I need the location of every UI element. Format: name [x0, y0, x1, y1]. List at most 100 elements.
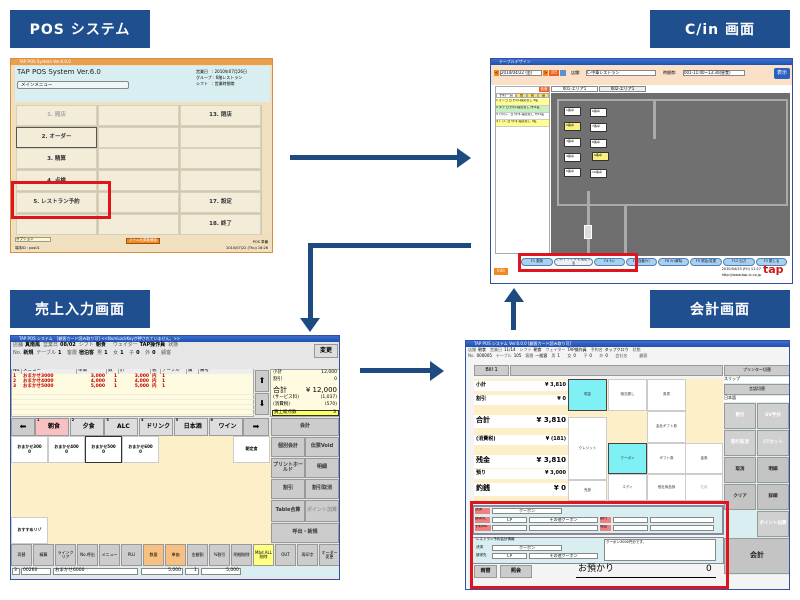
printer-switch-button[interactable]: プリンター切替 [724, 365, 789, 376]
reservation-item[interactable]: 1 ミンゴ 日 ｶｳﾝﾀｰ指定なし 3名 [496, 99, 549, 106]
resv-bill-to-code[interactable]: CP [492, 553, 527, 559]
fkey-8[interactable]: F3 閉じる [756, 258, 787, 266]
bottom-button[interactable]: 再印字 [297, 544, 318, 566]
column-header[interactable]: 属 [187, 369, 199, 374]
right-button[interactable]: 明細 [757, 457, 789, 483]
store-select[interactable]: C-中華レストラン [586, 70, 656, 76]
language-switch-button[interactable]: 言語切替 [724, 384, 789, 395]
tab-area-1[interactable]: 001-エリア1 [551, 86, 598, 92]
calendar-icon[interactable] [560, 70, 566, 76]
bottom-button[interactable]: 明細削除 [231, 544, 252, 566]
reservation-item[interactable]: 3 ｿﾌﾄｶｰﾄﾞ 日 ｶｳﾝﾀｰ指定なし ｱﾀﾘ1名 [496, 113, 549, 120]
bill-to-field[interactable]: その他クーポン [529, 517, 598, 523]
right-button[interactable]: 割引 [724, 403, 756, 429]
stock-check-button[interactable]: マテル在庫数確認 [126, 238, 160, 244]
payment-エディ[interactable]: エディ [608, 474, 647, 501]
table-10[interactable]: 10番卓 [590, 169, 607, 178]
table-1[interactable]: 1番卓 [564, 107, 581, 116]
action-button[interactable]: 伝票Void [305, 437, 339, 457]
resv-memo[interactable]: クーポン3000円分です。 [604, 539, 716, 561]
bottom-button[interactable]: ラインクリア [55, 544, 76, 566]
column-header[interactable]: 備考 [199, 369, 254, 374]
right-button[interactable]: ポイント加算 [757, 511, 789, 537]
reservation-item[interactable]: 4 ﾃﾞｨﾅｰ 日 ｶｳﾝﾀｰ指定なし 3名 [496, 120, 549, 127]
table-5[interactable]: 3番卓 [564, 138, 581, 147]
payment-売掛[interactable]: 売掛 [568, 480, 607, 501]
action-button[interactable]: プリントホールド [271, 458, 305, 478]
column-header[interactable]: 数 [107, 369, 119, 374]
column-header[interactable]: 税 [151, 369, 161, 374]
show-button[interactable]: 表示 [774, 68, 790, 79]
menu-item-button[interactable]: 朝定食 [233, 436, 270, 463]
column-header[interactable]: テーブル [161, 369, 187, 374]
menu-button-left-2[interactable]: 2. オーダー [16, 126, 97, 148]
bottom-button[interactable]: Mbd ALL削除 [253, 544, 274, 566]
right-button[interactable]: クリア [724, 484, 756, 510]
payment-会社ギフト券[interactable]: 会社ギフト券 [647, 411, 686, 443]
table-2[interactable]: 6番卓 [590, 108, 607, 117]
bottom-button[interactable]: オーダー変更 [319, 544, 339, 566]
inquiry-button[interactable]: 照会 [500, 565, 532, 578]
right-button[interactable]: 会計 [724, 538, 789, 574]
fkey-3[interactable]: F4 ｻｲﾝ [594, 258, 625, 266]
table-6[interactable]: 8番卓 [590, 139, 607, 148]
bottom-button[interactable]: 精算 [33, 544, 54, 566]
list-col-header[interactable]: 予約一覧 [496, 93, 516, 98]
fkey-4[interactable]: F5 自動ｻｲﾝ [626, 258, 657, 266]
right-button[interactable]: CTカット [757, 430, 789, 456]
change-button[interactable]: 変更 [314, 344, 338, 358]
payment-宿泊振し[interactable]: 宿泊振し [608, 379, 647, 411]
menu-button-left-3[interactable]: 3. 精算 [16, 148, 97, 170]
resv-settle-field[interactable]: クーポン [492, 545, 562, 551]
column-header[interactable]: No. [13, 369, 22, 374]
time-select[interactable]: 001-11:00~13:30(昼食) [683, 70, 745, 76]
today-button[interactable]: 当日 [549, 70, 559, 76]
seat-button[interactable]: 各席 [539, 86, 549, 92]
reason-extra-field[interactable] [650, 525, 714, 531]
exchange-button[interactable]: 両替 [474, 565, 497, 578]
dept-field[interactable] [613, 517, 648, 523]
right-button[interactable]: 割引取消 [724, 430, 756, 456]
payment-クーポン[interactable]: クーポン [608, 443, 647, 474]
menu-button-right-1[interactable]: 13. 閉店 [180, 105, 261, 126]
bottom-button[interactable]: OUT [275, 544, 296, 566]
table-7[interactable]: 4番卓 [564, 153, 581, 162]
action-button[interactable]: 個別会計 [271, 437, 305, 457]
action-button[interactable]: Table合算 [271, 500, 305, 522]
option-toggle[interactable]: オプション [15, 237, 51, 242]
reservation-extra-field[interactable] [529, 525, 598, 531]
menu-button-left-5[interactable]: 5. レストラン予約 [16, 191, 97, 213]
table-3[interactable]: 2番卓 [564, 122, 581, 131]
menu-item-button[interactable]: おすすめリゾ [11, 517, 48, 544]
bottom-button[interactable]: %割引 [209, 544, 230, 566]
payment-現金[interactable]: 現金 [568, 379, 607, 411]
table-4[interactable]: 7番卓 [590, 123, 607, 132]
fkey-1[interactable]: F1 更新 [521, 258, 553, 266]
tab-prev-button[interactable]: ⬅ [11, 418, 35, 436]
reservation-item[interactable]: 2 タブ 日 ｶｳﾝﾀｰ指定なし ｱﾀﾘ1名 [496, 106, 549, 113]
prev-day-button[interactable]: < [494, 69, 499, 76]
payment-ギフト券[interactable]: ギフト券 [647, 443, 686, 474]
fkey-7[interactable]: F12 出力 [723, 258, 755, 266]
menu-button-left-4[interactable]: 4. 点検 [16, 170, 97, 192]
column-header[interactable]: 単価 [77, 369, 107, 374]
right-button[interactable]: SV手抄 [757, 403, 789, 429]
resv-bill-to-field[interactable]: その他クーポン [529, 553, 598, 559]
bottom-button[interactable]: メニュー [99, 544, 120, 566]
menu-item-button[interactable]: おまかせ500 0 [85, 436, 122, 463]
fkey-5[interactable]: F8 ｻｲﾝ解除 [658, 258, 689, 266]
next-day-button[interactable]: > [543, 69, 548, 76]
action-button[interactable]: 呼出・新規 [271, 523, 339, 543]
scroll-down-button[interactable]: ⬇ [255, 393, 269, 415]
bill-to-code-field[interactable]: CP [492, 517, 527, 523]
menu-item-button[interactable]: おまかせ400 0 [48, 436, 85, 463]
action-button[interactable]: 割引 [271, 479, 305, 499]
bottom-button[interactable]: 両替 [11, 544, 32, 566]
